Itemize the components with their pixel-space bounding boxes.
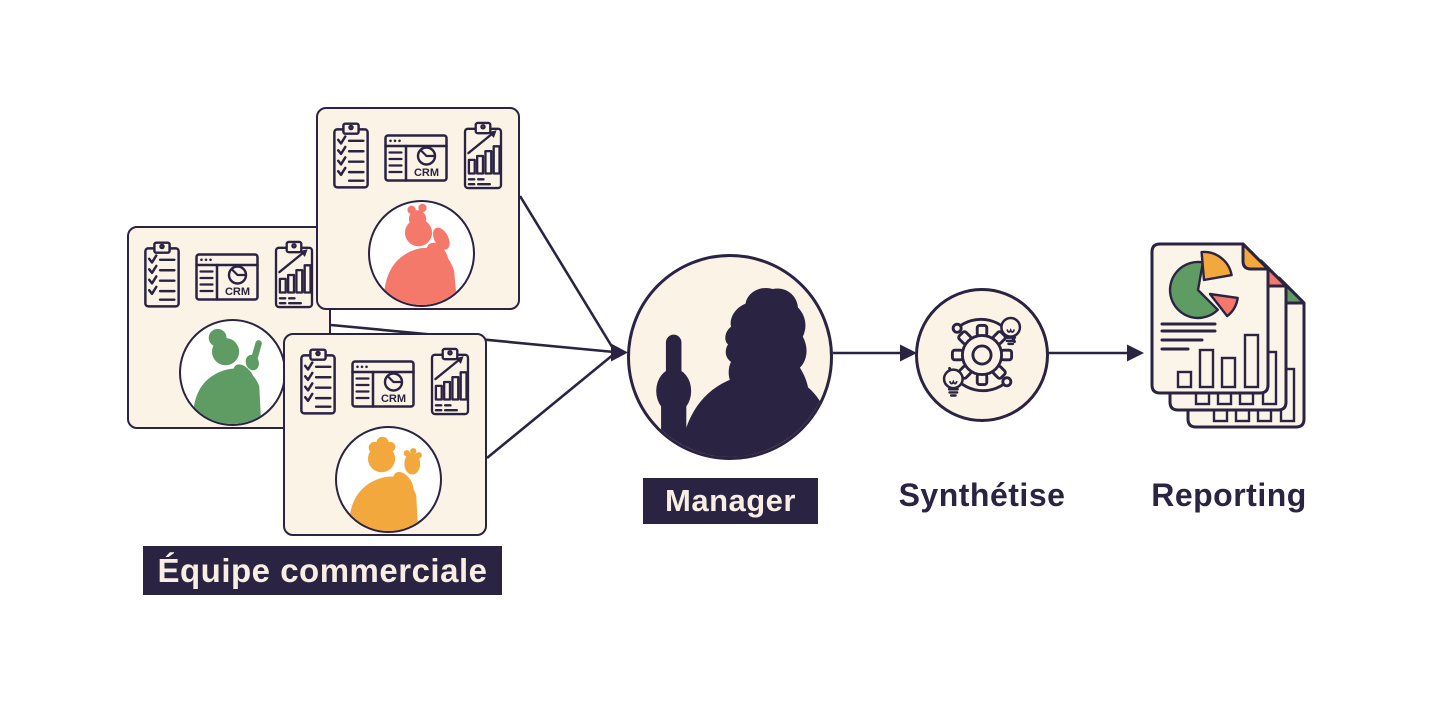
manager-silhouette-icon: [656, 287, 830, 457]
arrowhead-to-reporting-icon: [1127, 344, 1144, 362]
team-member-card-salmon: CRM: [316, 107, 520, 310]
crm-label: CRM: [381, 393, 406, 405]
crm-label: CRM: [225, 286, 250, 298]
avatar-circle: [368, 200, 475, 307]
synthesize-label: Synthétise: [898, 477, 1066, 513]
arrowhead-to-synthesize-icon: [900, 344, 917, 362]
reporting-label: Reporting: [1151, 477, 1307, 513]
person-silhouette-yellow: [337, 428, 440, 531]
person-silhouette-green: [181, 321, 284, 424]
manager-avatar: [627, 254, 833, 460]
crm-window-icon: CRM: [195, 253, 259, 301]
arrow-line-top-card-to-manager: [518, 195, 616, 351]
page-fold-corner: [1241, 242, 1270, 271]
avatar-circle: [335, 426, 442, 533]
team-label: Équipe commerciale: [143, 546, 502, 595]
report-page-front: [1148, 242, 1270, 397]
bar-chart-clipboard-icon: [429, 347, 471, 417]
team-member-card-yellow: CRM: [283, 333, 487, 536]
checklist-clipboard-icon: [332, 121, 370, 191]
crm-window-icon: CRM: [351, 360, 415, 408]
checklist-clipboard-icon: [299, 347, 337, 417]
crm-window-icon: CRM: [384, 134, 448, 182]
arrow-line-bottom-card-to-manager: [486, 352, 615, 460]
bar-chart-clipboard-icon: [462, 121, 504, 191]
bar-chart-clipboard-icon: [273, 240, 315, 310]
synthesize-circle: [915, 288, 1049, 422]
lightbulb-icon: [1000, 316, 1022, 346]
checklist-clipboard-icon: [143, 240, 181, 310]
lightbulb-icon: [942, 368, 964, 397]
reporting-documents: [1148, 240, 1310, 435]
manager-label: Manager: [643, 478, 818, 524]
gear-lightbulbs-icon: [942, 316, 1022, 397]
crm-label: CRM: [414, 167, 439, 179]
avatar-circle: [179, 319, 286, 426]
person-silhouette-salmon: [370, 202, 473, 305]
arrowhead-to-manager-icon: [611, 343, 628, 362]
